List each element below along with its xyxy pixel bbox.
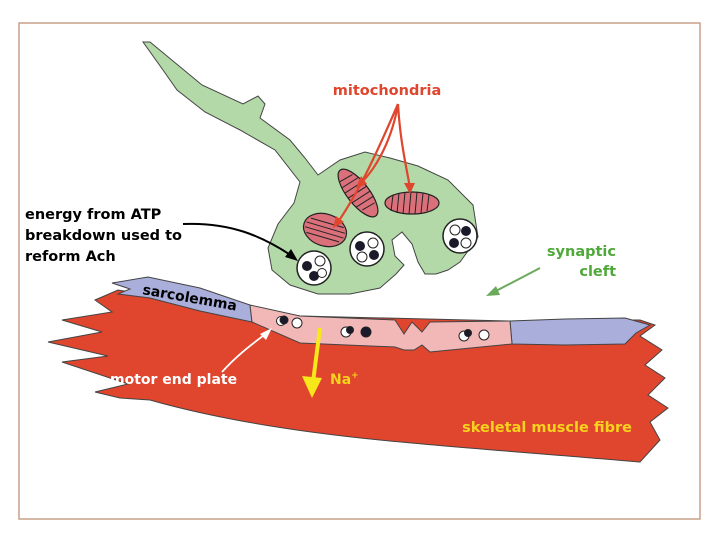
synaptic-cleft-arrow <box>493 267 541 293</box>
motor-end-plate-label: motor end plate <box>110 372 237 388</box>
motor-end-plate-arrowhead <box>260 328 272 340</box>
motor-end-plate <box>249 304 513 353</box>
energy-label-line1: energy from ATP <box>25 207 162 223</box>
sarcolemma-left <box>111 276 253 323</box>
skeletal-muscle-label: skeletal muscle fibre <box>462 420 632 436</box>
energy-arrow <box>182 222 293 257</box>
synaptic-cleft-arrowhead <box>486 286 500 296</box>
synaptic-label-line1: synaptic <box>547 244 616 260</box>
energy-label-line3: reform Ach <box>25 249 116 265</box>
sarcolemma-right <box>509 317 652 346</box>
sodium-arrowhead <box>302 376 322 398</box>
mitochondria-arrows <box>337 103 412 223</box>
mitochondrion-right <box>384 191 440 215</box>
vesicle-bottom-left <box>296 250 332 286</box>
synaptic-label-line2: cleft <box>579 264 616 280</box>
mitochondria-arrowheads <box>333 176 415 228</box>
energy-arrowhead <box>285 249 298 261</box>
sodium-arrow <box>311 327 322 383</box>
vesicle-middle <box>349 231 385 267</box>
energy-label-line2: breakdown used to <box>25 228 182 244</box>
axon-terminal <box>142 41 479 295</box>
end-plate-receptors <box>276 315 490 342</box>
sodium-label: Na+ <box>330 371 359 388</box>
mitochondrion-left <box>337 168 379 218</box>
mitochondria-label: mitochondria <box>333 83 441 99</box>
vesicle-right <box>442 218 478 254</box>
